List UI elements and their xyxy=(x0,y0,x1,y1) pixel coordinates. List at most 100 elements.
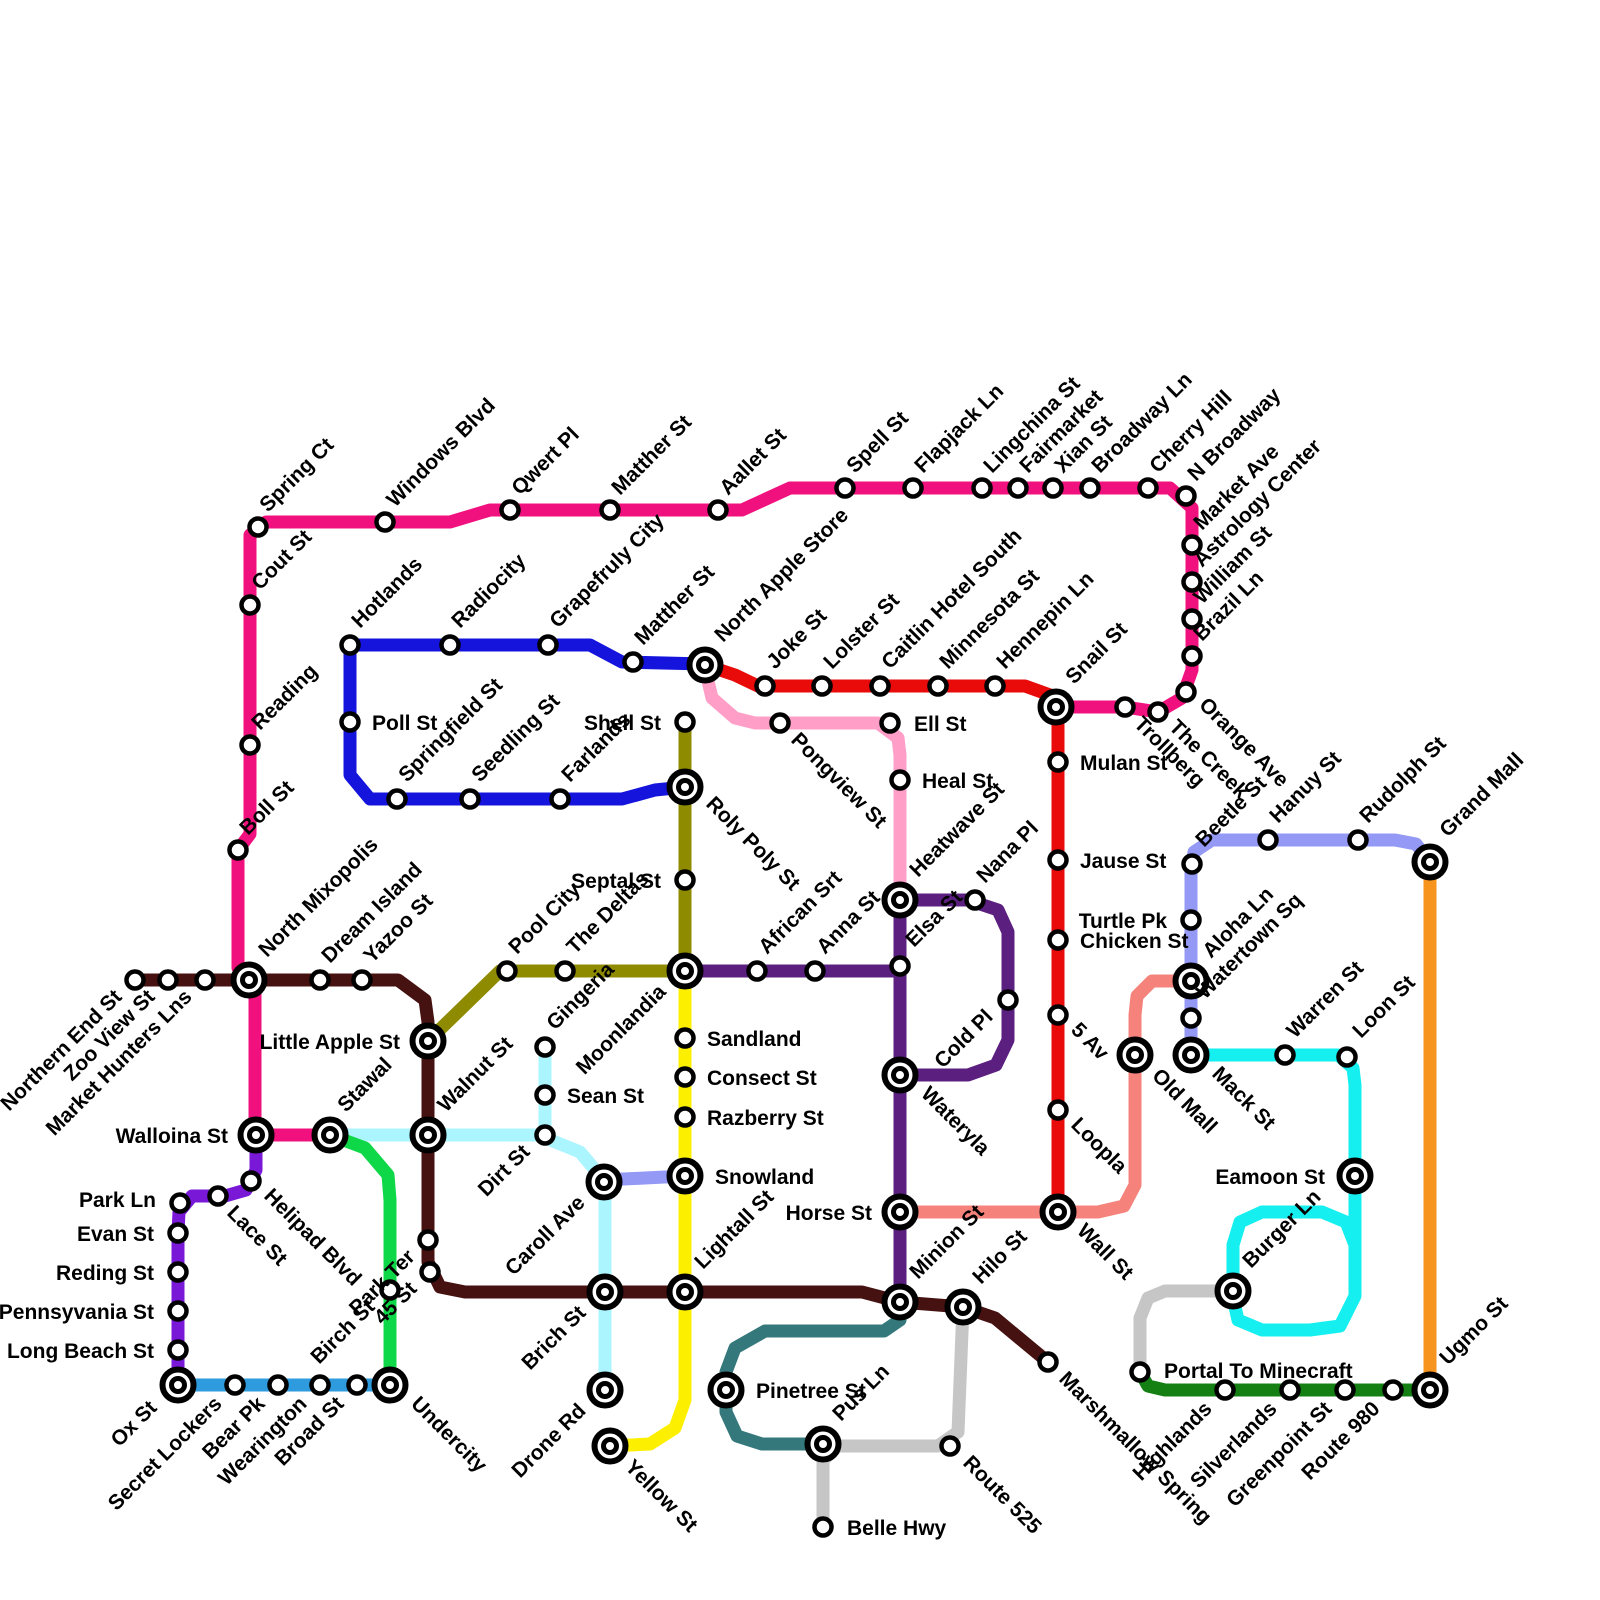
station-lightall-st[interactable] xyxy=(666,1273,704,1311)
station-bear-pk[interactable] xyxy=(267,1374,289,1396)
station-birch-st[interactable] xyxy=(379,1279,401,1301)
station-minion-st[interactable] xyxy=(881,1283,919,1321)
station-portal-to-minecraft[interactable] xyxy=(1129,1361,1151,1383)
station-moonlandia[interactable] xyxy=(666,952,704,990)
station-marshmallow-spring[interactable] xyxy=(1037,1351,1059,1373)
station-undercity[interactable] xyxy=(371,1366,409,1404)
station-loopla[interactable] xyxy=(1047,1099,1069,1121)
station-gingeria[interactable] xyxy=(534,1036,556,1058)
station-mack-st[interactable] xyxy=(1172,1036,1210,1074)
station-springfield-st[interactable] xyxy=(386,788,408,810)
station-hilo-st[interactable] xyxy=(944,1288,982,1326)
station-eamoon-st[interactable] xyxy=(1336,1157,1374,1195)
station-boll-st[interactable] xyxy=(227,839,249,861)
station-razberry-st[interactable] xyxy=(674,1106,696,1128)
station-hennepin-ln[interactable] xyxy=(984,675,1006,697)
station-aloha-ln[interactable] xyxy=(1172,962,1210,1000)
station-heatwave-st[interactable] xyxy=(881,881,919,919)
station-seedling-st[interactable] xyxy=(459,788,481,810)
station-turtle-pk[interactable] xyxy=(1180,909,1202,931)
station-old-mall[interactable] xyxy=(1116,1036,1154,1074)
station-septal-st[interactable] xyxy=(674,869,696,891)
station-zoo-view-st[interactable] xyxy=(157,969,179,991)
station-north-mixopolis[interactable] xyxy=(230,961,268,999)
station-market-hunters-lns[interactable] xyxy=(194,969,216,991)
station-caitlin-hotel-south[interactable] xyxy=(869,675,891,697)
station-pus-ln[interactable] xyxy=(804,1425,842,1463)
station-qwert-pl[interactable] xyxy=(499,499,521,521)
station-trollberg[interactable] xyxy=(1114,696,1136,718)
station-burger-ln[interactable] xyxy=(1214,1272,1252,1310)
station-reading[interactable] xyxy=(239,734,261,756)
station-pinetree-st[interactable] xyxy=(707,1371,745,1409)
station-watertown-sq[interactable] xyxy=(1180,1007,1202,1029)
station-sean-st[interactable] xyxy=(534,1084,556,1106)
station-roly-poly-st[interactable] xyxy=(666,768,704,806)
station-reding-st[interactable] xyxy=(167,1261,189,1283)
station-brich-st[interactable] xyxy=(586,1273,624,1311)
station-horse-st[interactable] xyxy=(881,1193,919,1231)
station-snowland[interactable] xyxy=(666,1157,704,1195)
station-elsa-st[interactable] xyxy=(889,955,911,977)
station-wateryla[interactable] xyxy=(881,1056,919,1094)
station-evan-st[interactable] xyxy=(167,1222,189,1244)
station-the-deltas[interactable] xyxy=(554,960,576,982)
station-northern-end-st[interactable] xyxy=(124,969,146,991)
station-african-srt[interactable] xyxy=(746,960,768,982)
station-wearington[interactable] xyxy=(309,1374,331,1396)
station-caroll-ave[interactable] xyxy=(585,1163,623,1201)
station-long-beach-st[interactable] xyxy=(167,1339,189,1361)
station-loon-st[interactable] xyxy=(1336,1046,1358,1068)
station-fairmarket[interactable] xyxy=(1007,477,1029,499)
station-minnesota-st[interactable] xyxy=(927,675,949,697)
station-beetle-st[interactable] xyxy=(1181,853,1203,875)
station-secret-lockers[interactable] xyxy=(224,1374,246,1396)
station-lingchina-st[interactable] xyxy=(971,477,993,499)
station-ugmo-st[interactable] xyxy=(1411,1371,1449,1409)
station-park-ln[interactable] xyxy=(169,1192,191,1214)
station-greenpoint-st[interactable] xyxy=(1334,1379,1356,1401)
station-jause-st[interactable] xyxy=(1047,849,1069,871)
station-helipad-blvd[interactable] xyxy=(240,1170,262,1192)
station-park-ter[interactable] xyxy=(417,1229,439,1251)
station-farlands[interactable] xyxy=(549,788,571,810)
station-dream-island[interactable] xyxy=(309,969,331,991)
station-matther-st[interactable] xyxy=(599,499,621,521)
station-radiocity[interactable] xyxy=(439,634,461,656)
station-astrology-center[interactable] xyxy=(1181,571,1203,593)
station-rudolph-st[interactable] xyxy=(1347,829,1369,851)
station-cold-pl[interactable] xyxy=(997,989,1019,1011)
station-lace-st[interactable] xyxy=(207,1185,229,1207)
station-joke-st[interactable] xyxy=(754,675,776,697)
station-brazil-ln[interactable] xyxy=(1181,645,1203,667)
station-yellow-st[interactable] xyxy=(591,1427,629,1465)
station-ell-st[interactable] xyxy=(879,712,901,734)
station-north-apple-store[interactable] xyxy=(686,646,724,684)
station-matther-st[interactable] xyxy=(622,651,644,673)
station-pongview-st[interactable] xyxy=(769,712,791,734)
station-orange-ave[interactable] xyxy=(1175,681,1197,703)
station-walnut-st[interactable] xyxy=(409,1116,447,1154)
station-pennsyvania-st[interactable] xyxy=(167,1300,189,1322)
station-grapefruly-city[interactable] xyxy=(537,634,559,656)
station-flapjack-ln[interactable] xyxy=(902,477,924,499)
station-nana-pl[interactable] xyxy=(964,889,986,911)
station-william-st[interactable] xyxy=(1181,608,1203,630)
station-ox-st[interactable] xyxy=(159,1366,197,1404)
station-xian-st[interactable] xyxy=(1042,477,1064,499)
station-shell-st[interactable] xyxy=(674,711,696,733)
station-lolster-st[interactable] xyxy=(811,675,833,697)
station-wall-st[interactable] xyxy=(1039,1193,1077,1231)
station-spring-ct[interactable] xyxy=(247,516,269,538)
station-cout-st[interactable] xyxy=(239,594,261,616)
station-route-525[interactable] xyxy=(939,1435,961,1457)
station-heal-st[interactable] xyxy=(889,769,911,791)
station-warren-st[interactable] xyxy=(1274,1044,1296,1066)
station-market-ave[interactable] xyxy=(1181,534,1203,556)
station-sandland[interactable] xyxy=(674,1027,696,1049)
station-spell-st[interactable] xyxy=(834,477,856,499)
station-highlands[interactable] xyxy=(1214,1379,1236,1401)
station-pool-city[interactable] xyxy=(496,960,518,982)
station-poll-st[interactable] xyxy=(339,711,361,733)
station-n-broadway[interactable] xyxy=(1175,485,1197,507)
